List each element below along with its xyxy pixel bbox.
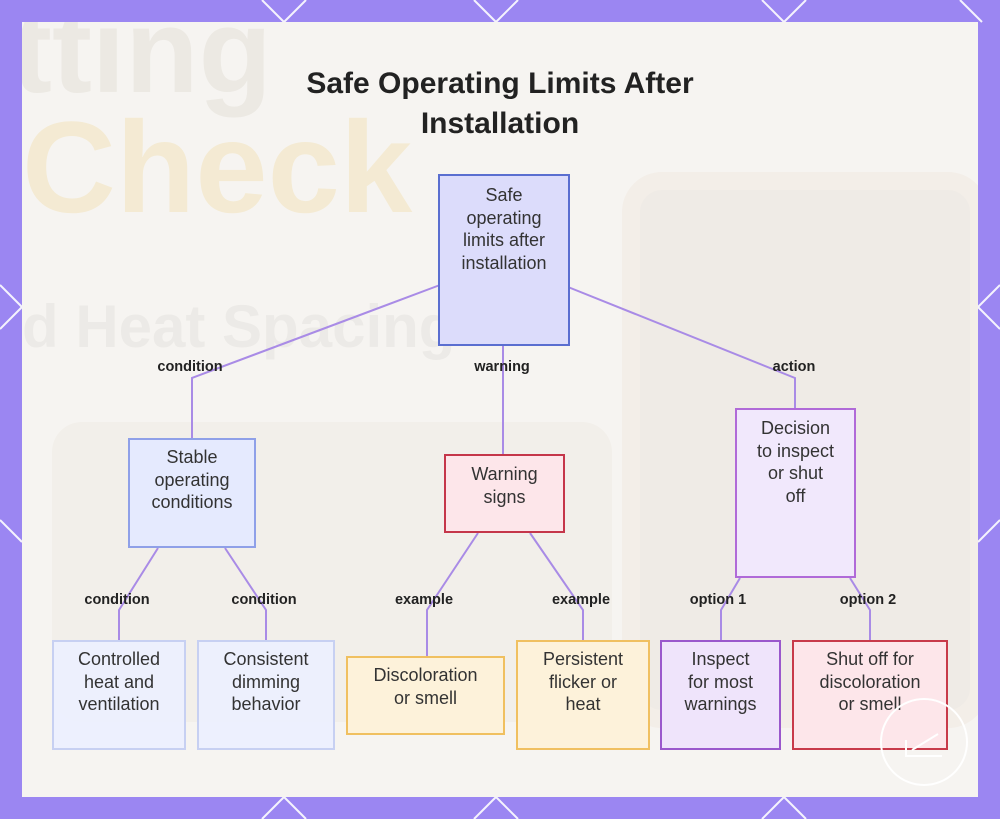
node-text: Stable (166, 447, 218, 467)
node-text: to inspect (756, 440, 835, 461)
diagram-title: Safe Operating Limits After Installation (250, 64, 750, 144)
node-text: or smell (393, 687, 457, 708)
edge-label: example (394, 592, 454, 608)
edge-stable-controlled (118, 547, 159, 640)
title-line: Safe Operating Limits After (306, 67, 694, 100)
node-stable-conditions: Stable operating conditions (128, 438, 256, 548)
background-text: tting (22, 22, 272, 118)
node-consistent-dimming: Consistent dimming behavior (197, 640, 335, 750)
node-text: Controlled (77, 649, 161, 669)
node-text: or smell (838, 694, 902, 714)
edge-label: condition (84, 592, 150, 608)
edge-label: condition (157, 359, 223, 375)
edge-label: warning (474, 359, 530, 375)
node-text: signs (483, 486, 526, 507)
watermark-badge (880, 698, 968, 786)
node-text: installation (461, 252, 547, 273)
edge-stable-dimming (224, 547, 267, 640)
node-persistent-flicker: Persistent flicker or heat (516, 640, 650, 750)
edge-warning-flicker (529, 532, 584, 640)
edge-label: condition (231, 592, 297, 608)
node-inspect: Inspect for most warnings (660, 640, 781, 750)
title-line: Installation (420, 107, 580, 140)
node-text: dimming (231, 671, 300, 692)
edge-label: option 2 (839, 592, 897, 608)
node-text: heat (565, 694, 601, 714)
edge-decision-shutoff (849, 577, 871, 640)
node-text: ventilation (78, 694, 160, 714)
node-decision: Decision to inspect or shut off (735, 408, 856, 578)
watermark-icon (905, 733, 942, 757)
node-text: warnings (684, 694, 757, 714)
node-text: Discoloration (373, 665, 478, 685)
node-text: Persistent (542, 649, 624, 669)
node-text: operating (466, 207, 542, 228)
node-root: Safe operating limits after installation (438, 174, 570, 346)
node-discoloration: Discoloration or smell (346, 656, 505, 735)
node-text: off (785, 485, 806, 506)
node-text: conditions (151, 492, 233, 512)
node-text: operating (154, 469, 230, 490)
node-text: flicker or (548, 671, 617, 692)
background-text: d Heat Spacing (22, 293, 456, 360)
edge-warning-discoloration (426, 532, 479, 656)
edge-root-stable (191, 284, 441, 438)
node-text: discoloration (819, 671, 921, 692)
node-text: or shut (767, 463, 823, 483)
node-text: Inspect (691, 649, 750, 669)
background-text: Check (22, 94, 413, 240)
node-text: Safe (485, 185, 523, 205)
node-text: heat and (83, 671, 155, 692)
edge-root-decision (567, 286, 796, 408)
node-text: Consistent (223, 649, 309, 669)
node-text: behavior (231, 694, 301, 714)
node-text: Shut off for (826, 649, 914, 669)
node-text: Warning (471, 464, 538, 484)
node-text: limits after (462, 230, 545, 250)
node-text: Decision (760, 418, 830, 438)
edge-label: action (772, 359, 816, 375)
edge-label: example (551, 592, 611, 608)
edge-decision-inspect (720, 577, 741, 640)
node-text: for most (687, 671, 753, 692)
node-warning-signs: Warning signs (444, 454, 565, 533)
edge-label: option 1 (689, 592, 747, 608)
node-controlled-heat: Controlled heat and ventilation (52, 640, 186, 750)
